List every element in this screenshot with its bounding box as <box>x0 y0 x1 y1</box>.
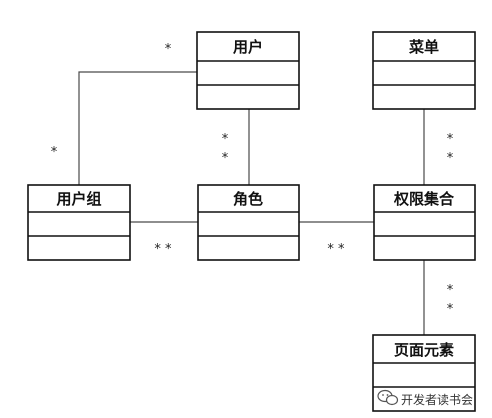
mult-menu-to-permission-a: * <box>447 132 454 147</box>
assoc-user-usergroup <box>78 71 197 185</box>
watermark-text: 开发者读书会 <box>401 392 473 407</box>
class-user-group: 用户组 <box>27 184 131 261</box>
mult-permission-to-element-b: * <box>447 302 454 317</box>
class-role: 角色 <box>197 184 300 261</box>
mult-user-to-role-b: * <box>222 151 229 166</box>
class-user-group-name: 用户组 <box>56 190 101 208</box>
wechat-icon <box>377 389 399 406</box>
class-menu-name: 菜单 <box>408 38 439 56</box>
mult-user-to-group-user-end: * <box>165 42 172 57</box>
class-user: 用户 <box>196 31 300 110</box>
mult-user-to-group-group-end: * <box>51 145 58 160</box>
mult-group-to-role: * * <box>154 242 172 257</box>
class-menu: 菜单 <box>372 31 476 110</box>
class-role-name: 角色 <box>233 190 263 208</box>
mult-user-to-role-a: * <box>222 132 229 147</box>
mult-role-to-permission: * * <box>327 242 345 257</box>
mult-menu-to-permission-b: * <box>447 151 454 166</box>
class-permission-set: 权限集合 <box>373 184 476 261</box>
class-permission-set-name: 权限集合 <box>393 190 455 208</box>
class-page-element-name: 页面元素 <box>394 341 454 359</box>
class-user-name: 用户 <box>233 38 263 56</box>
mult-permission-to-element-a: * <box>447 283 454 298</box>
watermark: 开发者读书会 <box>377 389 473 407</box>
